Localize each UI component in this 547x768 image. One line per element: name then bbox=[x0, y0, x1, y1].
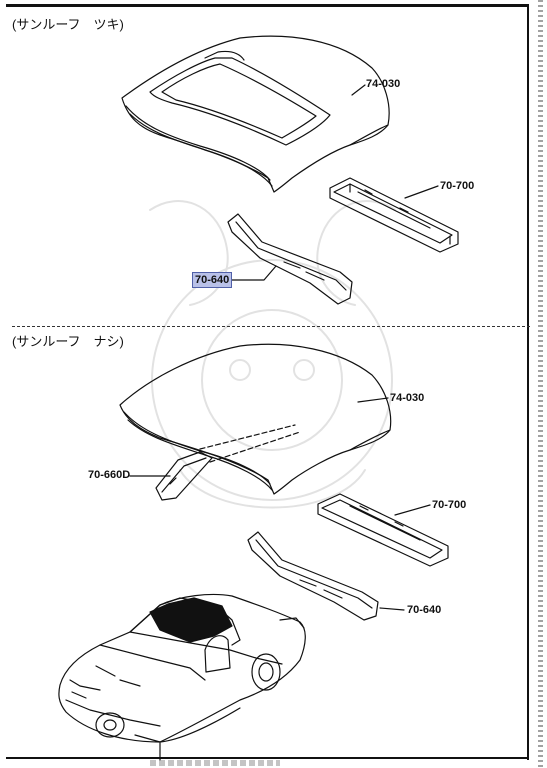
part-label-bottom-rear-rail[interactable]: 70-640 bbox=[407, 604, 442, 616]
leader-top-roof bbox=[351, 84, 366, 96]
car-illustration bbox=[58, 593, 306, 761]
frame-right-border bbox=[527, 4, 529, 760]
section-label-sunroof: (サンルーフ ツキ) bbox=[12, 17, 124, 32]
part-label-top-front-rail[interactable]: 70-700 bbox=[440, 180, 475, 192]
frame-top-border bbox=[6, 4, 529, 7]
part-label-bottom-rear-member[interactable]: 70-660D bbox=[88, 469, 131, 481]
section-label-no-sunroof: (サンルーフ ナシ) bbox=[12, 334, 124, 349]
footer-scan-text bbox=[150, 760, 280, 766]
bottom-rear-rail bbox=[247, 531, 379, 621]
part-label-top-roof[interactable]: 74-030 bbox=[366, 78, 401, 90]
top-front-rail bbox=[329, 177, 459, 253]
part-label-bottom-roof[interactable]: 74-030 bbox=[390, 392, 425, 404]
top-rear-rail bbox=[227, 213, 353, 305]
frame-bottom-border bbox=[6, 757, 529, 759]
part-label-top-rear-rail[interactable]: 70-640 bbox=[191, 272, 233, 288]
section-divider bbox=[12, 326, 530, 327]
part-label-bottom-front-rail[interactable]: 70-700 bbox=[432, 499, 467, 511]
leader-bottom-rear-rail bbox=[379, 607, 405, 611]
rear-member bbox=[155, 451, 213, 501]
watermark-emblem bbox=[149, 200, 396, 509]
scan-edge bbox=[538, 0, 543, 768]
leader-bottom-front-rail bbox=[394, 504, 431, 516]
car-roof-panel bbox=[149, 597, 233, 643]
leader-top-front-rail bbox=[404, 185, 439, 199]
leader-top-rear-rail bbox=[231, 265, 277, 281]
bottom-front-rail bbox=[317, 493, 449, 567]
leader-bottom-roof bbox=[357, 397, 389, 403]
sunroof-roof-panel bbox=[121, 35, 390, 193]
